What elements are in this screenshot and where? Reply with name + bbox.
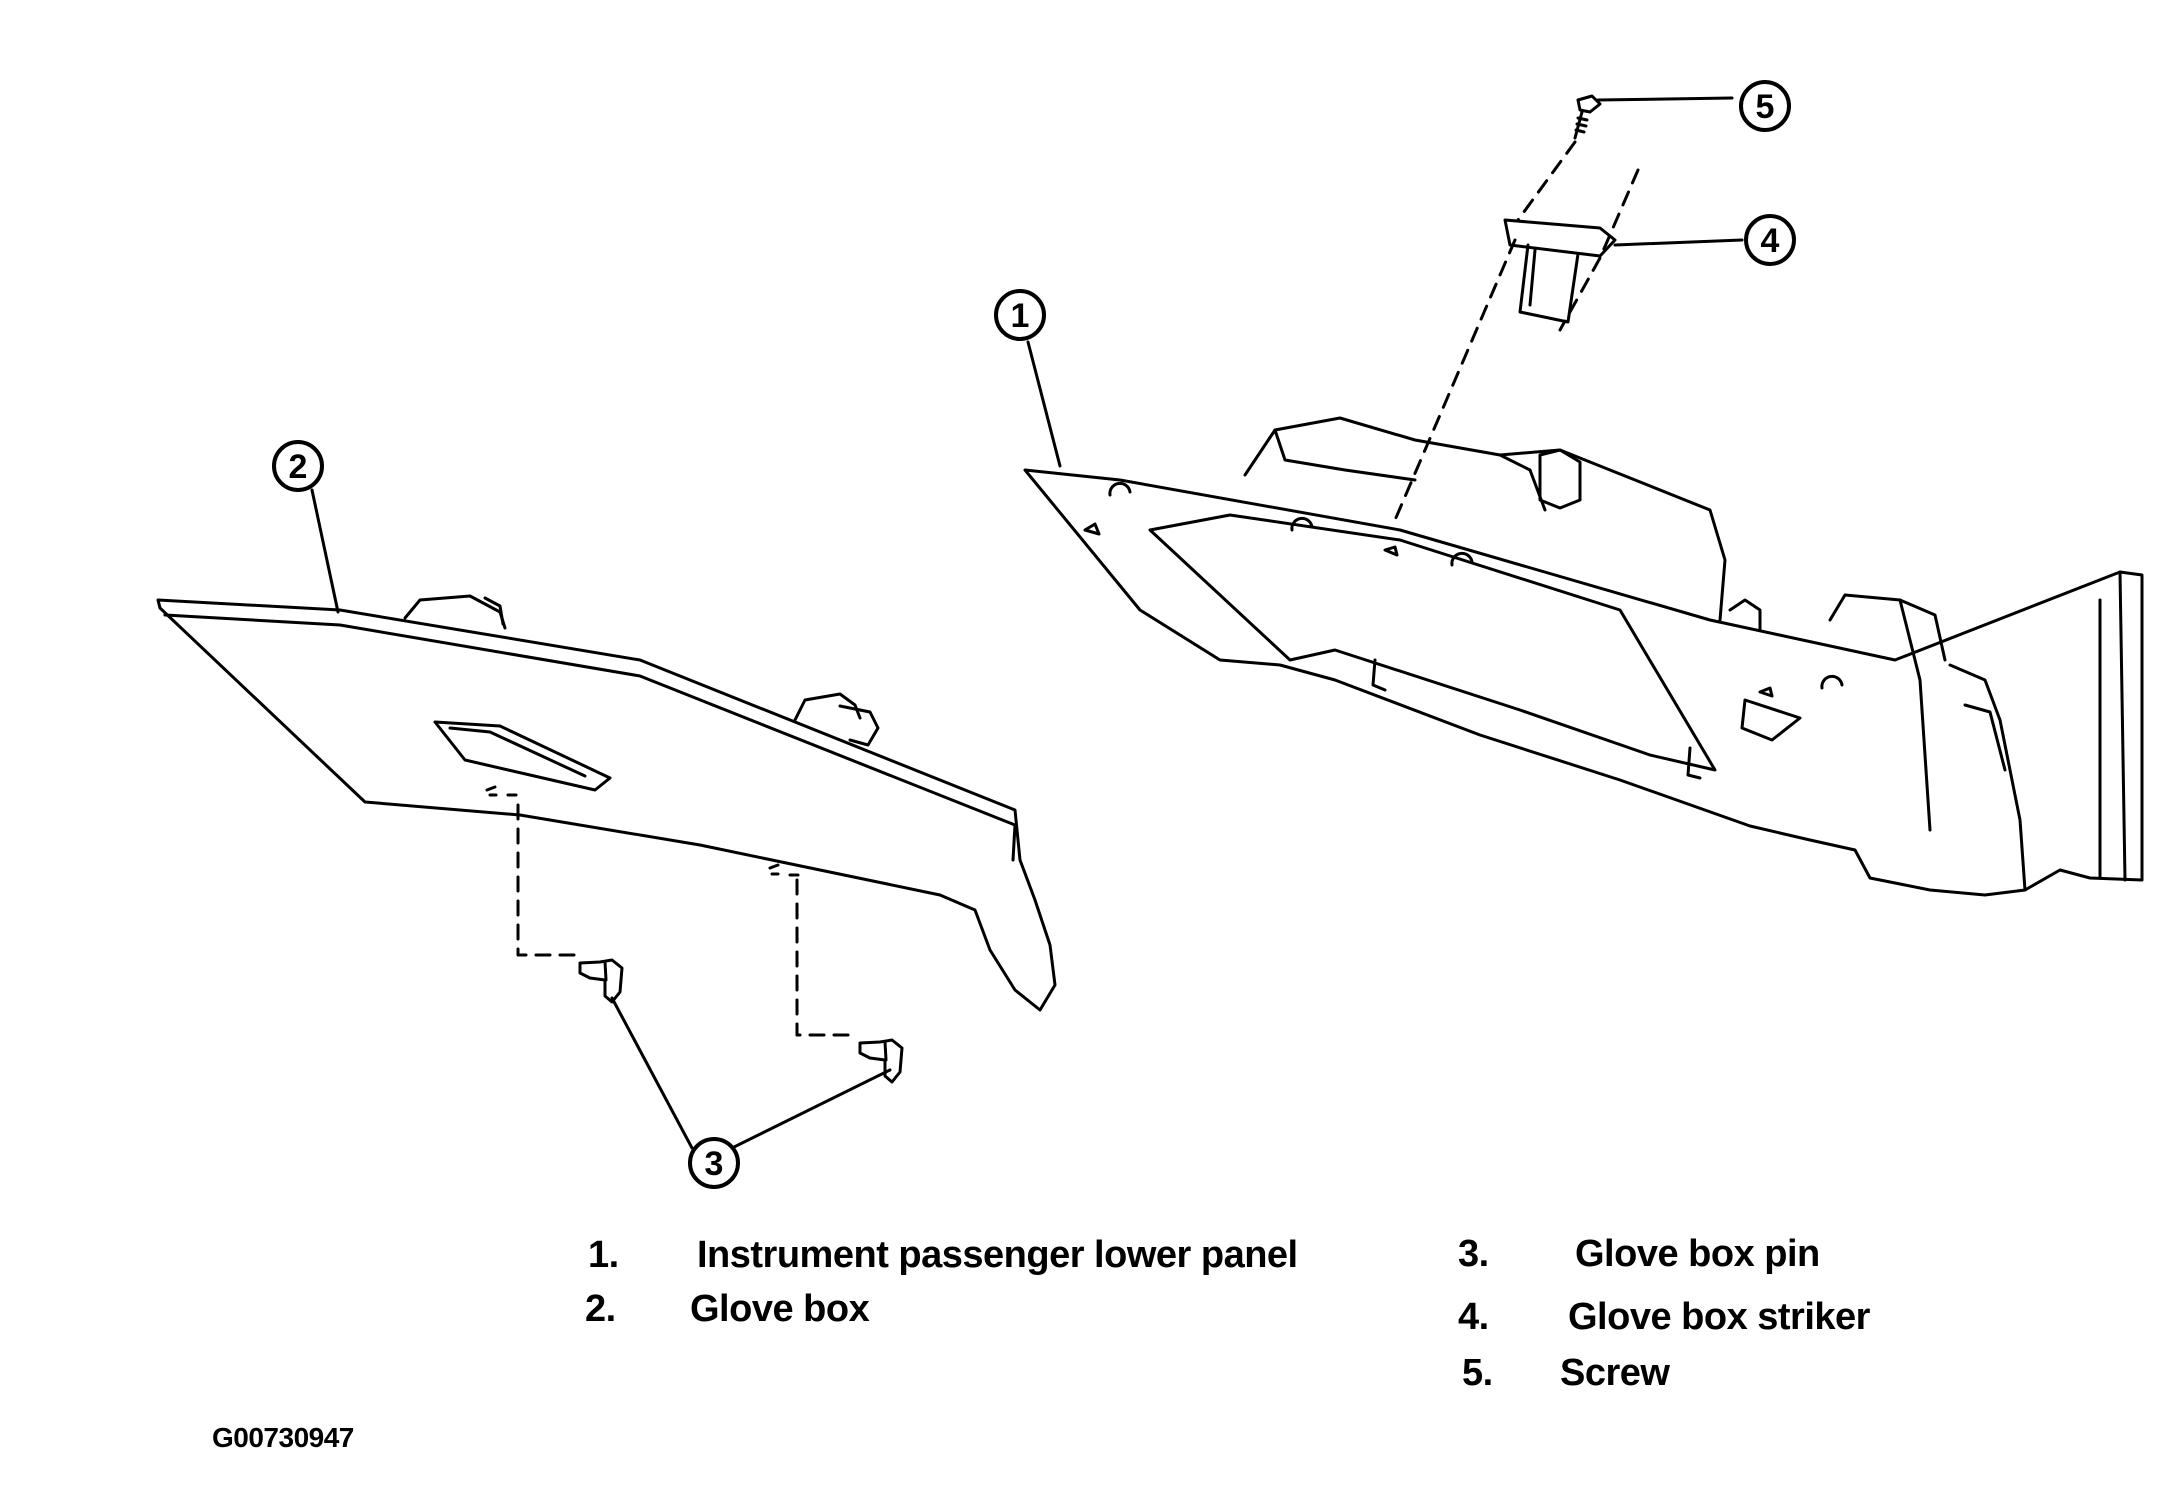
legend-item-2-number: 2. — [585, 1288, 616, 1330]
callout-4: 4 — [1744, 214, 1796, 266]
glove-box-illustration — [156, 594, 1057, 1012]
figure-id: G00730947 — [212, 1422, 354, 1453]
callout-1-label: 1 — [1011, 297, 1030, 335]
pin-leader-lines — [516, 803, 852, 1037]
legend-item-5-text: Screw — [1560, 1352, 1670, 1394]
screw-illustration — [1573, 94, 1602, 140]
callout-5-label: 5 — [1756, 88, 1775, 126]
legend-item-4-text: Glove box striker — [1568, 1296, 1870, 1338]
glove-box-pin-right — [858, 1038, 904, 1084]
callout-4-label: 4 — [1761, 222, 1780, 260]
callout-2-label: 2 — [289, 448, 308, 486]
legend-item-5-number: 5. — [1462, 1352, 1493, 1394]
glove-box-striker-illustration — [1503, 218, 1617, 324]
callout-3-label: 3 — [705, 1145, 724, 1183]
instrument-panel-illustration — [1023, 416, 2144, 897]
callout-3: 3 — [688, 1137, 740, 1189]
legend-item-1-number: 1. — [588, 1234, 619, 1276]
callout-leader-lines — [310, 96, 1744, 1150]
glove-box-pin-left — [578, 958, 624, 1004]
legend-item-3-text: Glove box pin — [1575, 1233, 1820, 1275]
callout-5: 5 — [1739, 80, 1791, 132]
legend-item-2-text: Glove box — [690, 1288, 870, 1330]
legend-item-1-text: Instrument passenger lower panel — [697, 1234, 1298, 1276]
callout-2: 2 — [272, 440, 324, 492]
legend-item-4-number: 4. — [1458, 1296, 1489, 1338]
callout-1: 1 — [994, 289, 1046, 341]
legend-item-3-number: 3. — [1458, 1233, 1489, 1275]
striker-leader-lines — [1393, 140, 1640, 522]
